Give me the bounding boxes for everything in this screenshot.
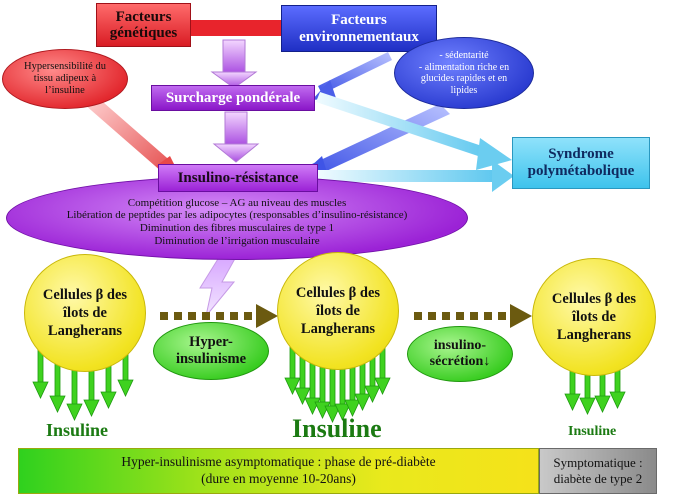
- arrow-surcharge-to-syndrome: [316, 92, 512, 170]
- syndrome-polymetabolique-box: Syndrome polymétabolique: [512, 137, 650, 189]
- arrow-surcharge-to-resistance: [212, 111, 260, 163]
- hyper-insulinisme-oval: Hyper- insulinisme: [153, 322, 269, 380]
- cellules-beta-center: Cellules β des îlots de Langherans: [277, 252, 399, 370]
- arrow-resistance-to-syndrome: [318, 160, 514, 192]
- surcharge-ponderale-box: Surcharge pondérale: [151, 85, 315, 111]
- mechanism-line: Diminution de l’irrigation musculaire: [154, 234, 320, 247]
- insulino-resistance-box: Insulino-résistance: [158, 164, 318, 192]
- environnement-details-oval: - sédentarité - alimentation riche en gl…: [394, 37, 534, 109]
- insulin-arrows-right: [564, 359, 626, 415]
- facteurs-environnementaux-box: Facteurs environnementaux: [281, 5, 437, 52]
- arrow-env-to-surcharge: [312, 52, 392, 100]
- arrow-genetic-to-surcharge: [210, 39, 258, 89]
- insuline-label-right: Insuline: [568, 424, 617, 439]
- insuline-label-center: Insuline: [292, 414, 382, 443]
- mechanism-line: Libération de peptides par les adipocyte…: [66, 209, 408, 222]
- mechanism-line: Diminution des fibres musculaires de typ…: [139, 222, 335, 234]
- facteurs-genetiques-box: Facteurs génétiques: [96, 3, 191, 47]
- phase-pre-diabete-bar: Hyper-insulinisme asymptomatique : phase…: [18, 448, 539, 494]
- phase-symptomatique-bar: Symptomatique : diabète de type 2: [539, 448, 657, 494]
- connector-bar: [185, 20, 285, 36]
- mechanism-line: Compétition glucose – AG au niveau des m…: [127, 196, 347, 209]
- insuline-label-left: Insuline: [46, 420, 109, 440]
- hypersensibilite-oval: Hypersensibilité du tissu adipeux à l’in…: [2, 49, 128, 109]
- dotted-arrow-right: [414, 304, 532, 328]
- insulino-secretion-oval: insulino- sécrétion↓: [407, 326, 513, 382]
- cellules-beta-left: Cellules β des îlots de Langherans: [24, 254, 146, 372]
- dotted-arrow-left: [160, 304, 278, 328]
- cellules-beta-right: Cellules β des îlots de Langherans: [532, 258, 656, 376]
